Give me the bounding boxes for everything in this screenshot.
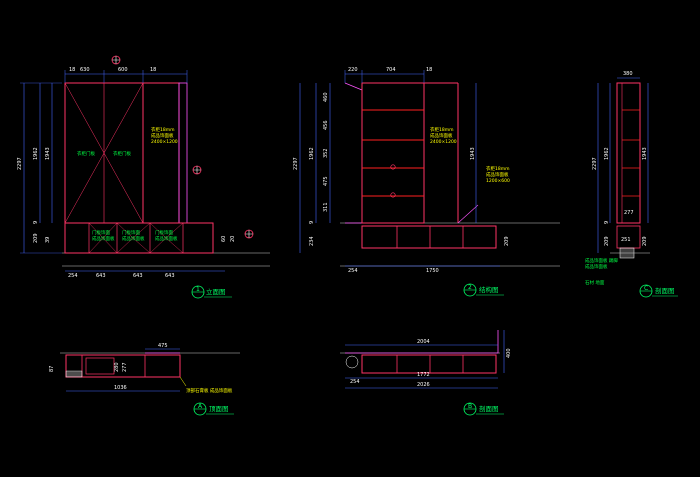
front-right-dim-1: 60	[221, 236, 227, 242]
front-title: 立面图	[206, 287, 226, 296]
side-note-1: 成品饰面板 踢脚	[585, 257, 618, 264]
plan-b-top-dim: 2004	[417, 339, 430, 345]
plan-a-view: 475 87 280 277 1036 顶部石膏板 成品饰面板 A 顶面图	[49, 343, 240, 416]
front-door-label-2: 衣柜门板	[113, 150, 131, 157]
inner-title: 结构图	[479, 285, 499, 294]
section-marker-top	[111, 55, 121, 65]
inner-note-a3: 2400×1200	[430, 139, 457, 145]
front-drawer-label-3: 门板饰面	[122, 229, 140, 236]
front-top-dim-4: 18	[150, 67, 156, 73]
front-bottom-dim-3: 643	[133, 273, 143, 279]
plan-a-title: A 顶面图	[193, 402, 234, 416]
side-right-dim-2: 277	[624, 210, 634, 216]
front-bottom-dim-4: 643	[165, 273, 175, 279]
side-note-2: 成品饰面板	[585, 263, 608, 270]
front-view-title: 1 立面图	[191, 285, 232, 299]
front-right-dim-2: 20	[230, 236, 236, 242]
inner-left-dim-2: 1962	[309, 147, 315, 160]
side-view-title: C 剖面图	[639, 284, 678, 298]
inner-top-dim-2: 704	[386, 67, 396, 73]
plan-a-note: 顶部石膏板 成品饰面板	[186, 387, 233, 394]
front-left-dim-6: 39	[45, 237, 51, 243]
side-left-dim-4: 209	[604, 236, 610, 246]
inner-structure-view: 220 704 18 254 1750 2297 1962 460 456 35…	[293, 67, 560, 297]
front-top-dim-1: 18	[69, 67, 75, 73]
front-elevation-view: 18 630 600 18 254 643 643 643 2297 1962 …	[17, 55, 270, 299]
side-section-view: 380 2297 1962 9 209 1943 277 209 251 成品饰…	[585, 71, 678, 298]
front-left-dim-5: 209	[33, 233, 39, 243]
side-right-dim-3: 209	[642, 236, 648, 246]
front-drawer-label-2: 成品饰面板	[92, 235, 115, 242]
plan-a-dim-1: 475	[158, 343, 168, 349]
front-door-label-1: 衣柜门板	[77, 150, 95, 157]
inner-right-dim-1: 1943	[470, 147, 476, 160]
side-left-dim-1: 2297	[592, 157, 598, 170]
inner-note-b1: 衣柜18mm	[486, 165, 510, 172]
plan-a-title-marker: A	[198, 403, 203, 410]
inner-top-dim-3: 18	[426, 67, 432, 73]
inner-bottom-dim-2: 1750	[426, 268, 439, 274]
side-title-marker: C	[644, 285, 648, 292]
plan-b-title-marker: B	[468, 403, 472, 410]
plan-a-dim-3: 280	[114, 362, 120, 372]
inner-left-dim-7: 311	[323, 202, 329, 212]
front-drawer-label-1: 门板饰面	[92, 229, 110, 236]
inner-view-title: 2 结构图	[463, 283, 504, 297]
plan-b-bottom-dim-1: 1772	[417, 372, 430, 378]
front-drawer-label-6: 成品饰面板	[155, 235, 178, 242]
inner-note-a2: 成品饰面板	[430, 132, 453, 139]
front-left-dim-4: 9	[33, 221, 39, 224]
inner-bottom-dim-1: 254	[348, 268, 358, 274]
front-top-dim-2: 630	[80, 67, 90, 73]
plan-b-bottom-dim-2: 254	[350, 379, 360, 385]
section-marker-base	[244, 229, 254, 239]
section-marker-right	[192, 165, 202, 175]
plan-b-title-text: 剖面图	[479, 404, 499, 413]
inner-left-dim-6: 475	[323, 176, 329, 186]
plan-b-title: B 剖面图	[463, 402, 504, 416]
inner-left-dim-8: 9	[309, 221, 315, 224]
front-note-3: 2400×1200	[151, 139, 178, 145]
side-right-dim-1: 1943	[642, 147, 648, 160]
side-top-dim: 380	[623, 71, 633, 77]
front-left-dim-2: 1962	[33, 147, 39, 160]
front-top-dim-3: 600	[118, 67, 128, 73]
front-left-dim-1: 2297	[17, 157, 23, 170]
front-drawer-label-5: 门板饰面	[155, 229, 173, 236]
front-note-1: 衣柜18mm	[151, 126, 175, 133]
inner-note-b3: 1200×600	[486, 178, 510, 184]
side-bottom-dim: 251	[621, 237, 631, 243]
plan-b-bottom-dim-3: 2026	[417, 382, 430, 388]
inner-top-dim-1: 220	[348, 67, 358, 73]
inner-left-dim-4: 456	[323, 120, 329, 130]
inner-note-a1: 衣柜18mm	[430, 126, 454, 133]
inner-left-dim-1: 2297	[293, 157, 299, 170]
plan-a-dim-4: 277	[122, 362, 128, 372]
plan-b-right-dim: 400	[506, 348, 512, 358]
inner-left-dim-9: 234	[309, 236, 315, 246]
inner-note-b2: 成品饰面板	[486, 171, 509, 178]
inner-left-dim-5: 352	[323, 148, 329, 158]
plan-a-bottom-dim: 1036	[114, 385, 127, 391]
plan-b-view: 2004 1772 254 2026 400 B 剖面图	[340, 330, 512, 416]
inner-right-dim-2: 209	[504, 236, 510, 246]
front-title-marker: 1	[196, 286, 200, 293]
inner-left-dim-3: 460	[323, 92, 329, 102]
side-note-3: 石材 地面	[585, 279, 605, 286]
front-left-dim-3: 1943	[45, 147, 51, 160]
side-left-dim-2: 1962	[604, 147, 610, 160]
plan-a-title-text: 顶面图	[209, 405, 229, 413]
plan-a-dim-2: 87	[49, 366, 55, 372]
front-drawer-label-4: 成品饰面板	[122, 235, 145, 242]
front-bottom-dim-1: 254	[68, 273, 78, 279]
side-title: 剖面图	[655, 286, 675, 295]
inner-title-marker: 2	[468, 284, 472, 291]
front-bottom-dim-2: 643	[96, 273, 106, 279]
side-left-dim-3: 9	[604, 221, 610, 224]
front-note-2: 成品饰面板	[151, 132, 174, 139]
